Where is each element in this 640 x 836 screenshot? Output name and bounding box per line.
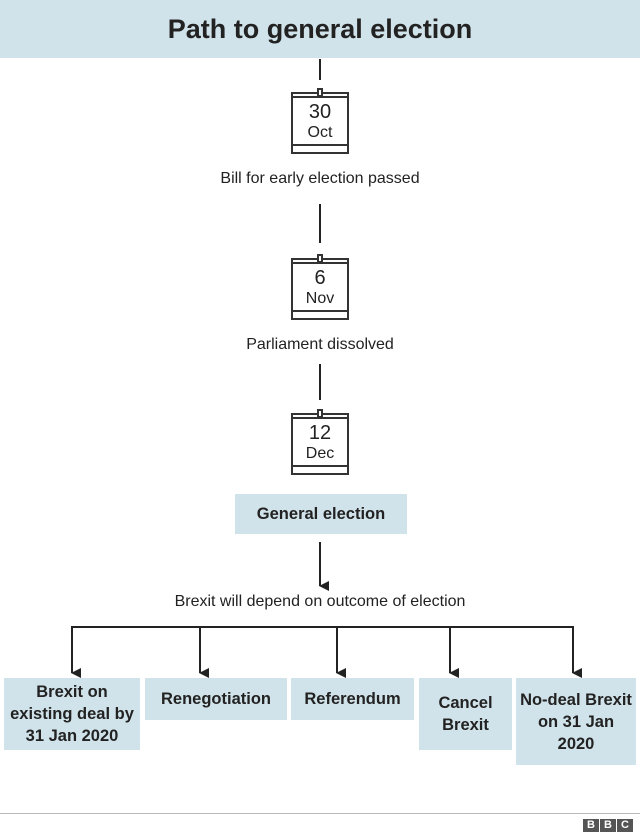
outcome-referendum: Referendum	[291, 678, 414, 720]
outcome-existing-deal: Brexit on existing deal by 31 Jan 2020	[4, 678, 140, 750]
logo-letter: B	[583, 819, 599, 832]
calendar-month: Nov	[305, 290, 335, 307]
calendar-day: 6	[314, 267, 326, 289]
calendar-month: Dec	[305, 445, 335, 462]
logo-letter: C	[617, 819, 633, 832]
outcome-renegotiation: Renegotiation	[145, 678, 287, 720]
outcome-cancel-brexit: Cancel Brexit	[419, 678, 512, 750]
page-title: Path to general election	[167, 13, 473, 44]
branch-caption: Brexit will depend on outcome of electio…	[174, 593, 466, 610]
calendar-icon: 30 Oct	[291, 88, 349, 154]
step-caption: Bill for early election passed	[220, 170, 420, 187]
calendar-day: 30	[308, 101, 332, 123]
header-banner: Path to general election	[0, 0, 640, 58]
step-caption: Parliament dissolved	[246, 336, 394, 353]
bbc-logo: B B C	[583, 819, 633, 832]
calendar-icon: 6 Nov	[291, 254, 349, 320]
footer-divider	[0, 813, 640, 814]
general-election-box: General election	[235, 494, 407, 534]
calendar-month: Oct	[307, 124, 333, 141]
calendar-day: 12	[308, 422, 332, 444]
outcome-no-deal: No-deal Brexit on 31 Jan 2020	[516, 678, 636, 765]
logo-letter: B	[600, 819, 616, 832]
calendar-icon: 12 Dec	[291, 409, 349, 475]
